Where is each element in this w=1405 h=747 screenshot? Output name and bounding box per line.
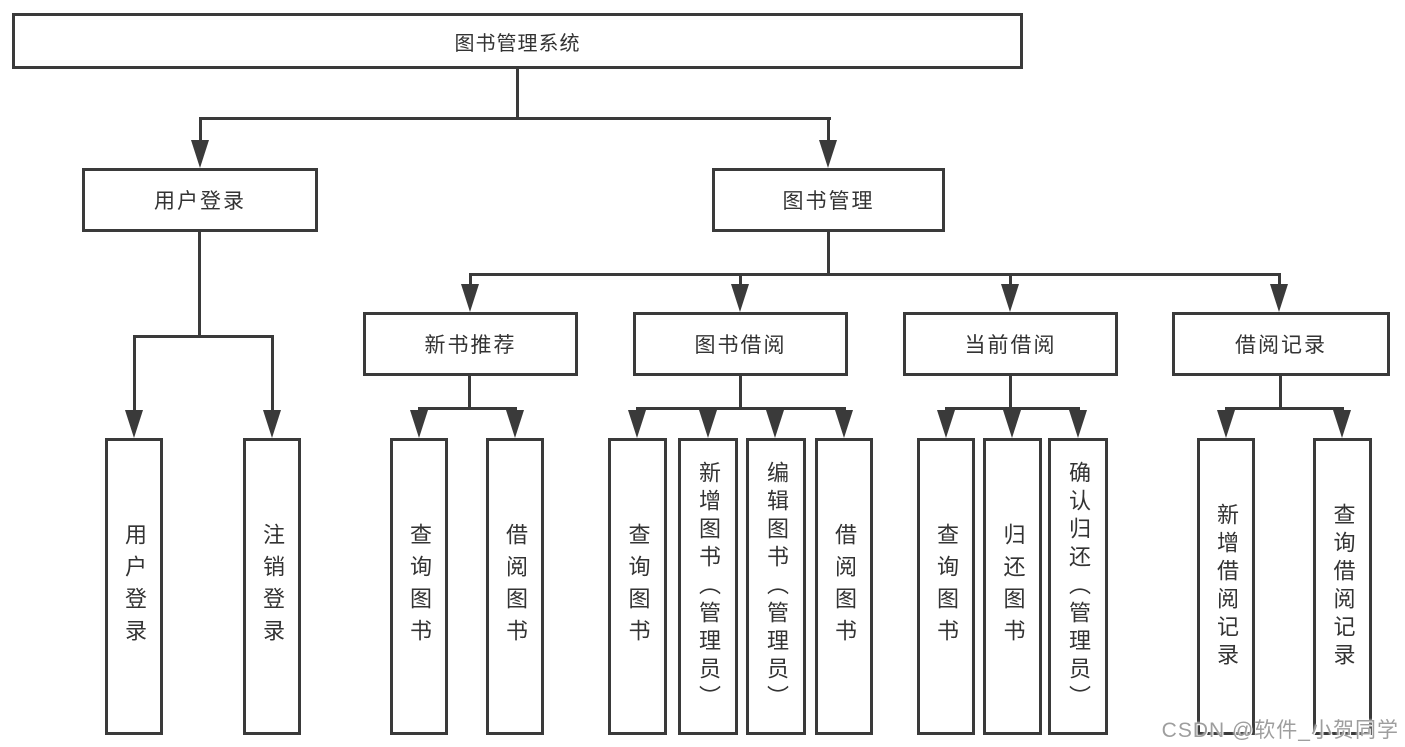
connector-line	[199, 117, 831, 120]
leaf-add-borrow-record: 新增借阅记录	[1197, 438, 1255, 735]
node-label: 注销登录	[260, 522, 285, 651]
connector-line	[133, 335, 274, 338]
connector-line	[1278, 273, 1281, 286]
connector-arrowhead-icon	[1003, 410, 1021, 438]
connector-line	[1009, 376, 1012, 407]
node-label: 确认归还（管理员）	[1066, 460, 1091, 713]
connector-arrowhead-icon	[835, 410, 853, 438]
node-current-borrowing: 当前借阅	[903, 312, 1118, 376]
leaf-user-login: 用户登录	[105, 438, 163, 735]
connector-line	[469, 273, 472, 286]
connector-line	[1009, 273, 1012, 286]
leaf-borrow-books: 借阅图书	[815, 438, 873, 735]
connector-arrowhead-icon	[1270, 284, 1288, 312]
node-library-management-system: 图书管理系统	[12, 13, 1023, 69]
node-label: 借阅图书	[832, 522, 857, 651]
leaf-query-books-recommend: 查询图书	[390, 438, 448, 735]
connector-line	[468, 376, 471, 407]
node-label: 查询借阅记录	[1330, 502, 1356, 671]
node-label: 借阅图书	[503, 522, 528, 651]
connector-line	[198, 232, 201, 335]
connector-arrowhead-icon	[1217, 410, 1235, 438]
connector-arrowhead-icon	[628, 410, 646, 438]
connector-line	[271, 335, 274, 411]
connector-line	[418, 407, 517, 410]
leaf-edit-book-admin: 编辑图书（管理员）	[746, 438, 806, 735]
connector-arrowhead-icon	[263, 410, 281, 438]
node-label: 图书管理系统	[454, 32, 581, 55]
node-label: 查询图书	[625, 522, 651, 651]
connector-line	[739, 376, 742, 407]
connector-line	[516, 69, 519, 117]
leaf-query-borrow-record: 查询借阅记录	[1313, 438, 1372, 735]
leaf-logout: 注销登录	[243, 438, 301, 735]
node-label: 查询图书	[407, 522, 432, 651]
leaf-confirm-return-admin: 确认归还（管理员）	[1048, 438, 1108, 735]
connector-arrowhead-icon	[731, 284, 749, 312]
node-label: 当前借阅	[964, 334, 1057, 357]
node-label: 新增图书（管理员）	[696, 460, 721, 713]
connector-line	[827, 117, 830, 143]
connector-arrowhead-icon	[461, 284, 479, 312]
connector-line	[636, 407, 846, 410]
node-label: 图书管理	[782, 190, 875, 213]
leaf-return-book: 归还图书	[983, 438, 1042, 735]
connector-arrowhead-icon	[819, 140, 837, 168]
connector-line	[469, 273, 1281, 276]
connector-arrowhead-icon	[1069, 410, 1087, 438]
connector-arrowhead-icon	[699, 410, 717, 438]
connector-arrowhead-icon	[937, 410, 955, 438]
connector-line	[199, 117, 202, 143]
connector-arrowhead-icon	[125, 410, 143, 438]
connector-line	[133, 335, 136, 411]
connector-line	[827, 232, 830, 273]
node-label: 用户登录	[122, 522, 147, 651]
connector-arrowhead-icon	[506, 410, 524, 438]
connector-arrowhead-icon	[191, 140, 209, 168]
leaf-query-books-current: 查询图书	[917, 438, 975, 735]
connector-arrowhead-icon	[1333, 410, 1351, 438]
csdn-watermark: CSDN @软件_小贺同学	[1161, 719, 1399, 742]
node-label: 查询图书	[934, 522, 959, 651]
node-user-login: 用户登录	[82, 168, 318, 232]
node-book-management: 图书管理	[712, 168, 945, 232]
leaf-query-books-borrowing: 查询图书	[608, 438, 667, 735]
node-label: 新增借阅记录	[1214, 502, 1239, 671]
node-label: 用户登录	[154, 190, 246, 213]
node-label: 借阅记录	[1235, 334, 1327, 357]
connector-line	[739, 273, 742, 286]
leaf-borrow-books-recommend: 借阅图书	[486, 438, 544, 735]
node-label: 图书借阅	[694, 334, 787, 357]
connector-arrowhead-icon	[766, 410, 784, 438]
node-book-borrowing: 图书借阅	[633, 312, 848, 376]
connector-arrowhead-icon	[410, 410, 428, 438]
connector-line	[1279, 376, 1282, 407]
connector-line	[1225, 407, 1344, 410]
leaf-add-book-admin: 新增图书（管理员）	[678, 438, 738, 735]
node-label: 编辑图书（管理员）	[764, 460, 789, 713]
connector-arrowhead-icon	[1001, 284, 1019, 312]
node-label: 新书推荐	[424, 334, 517, 357]
node-new-book-recommendation: 新书推荐	[363, 312, 578, 376]
node-label: 归还图书	[1000, 522, 1026, 651]
node-borrowing-records: 借阅记录	[1172, 312, 1390, 376]
